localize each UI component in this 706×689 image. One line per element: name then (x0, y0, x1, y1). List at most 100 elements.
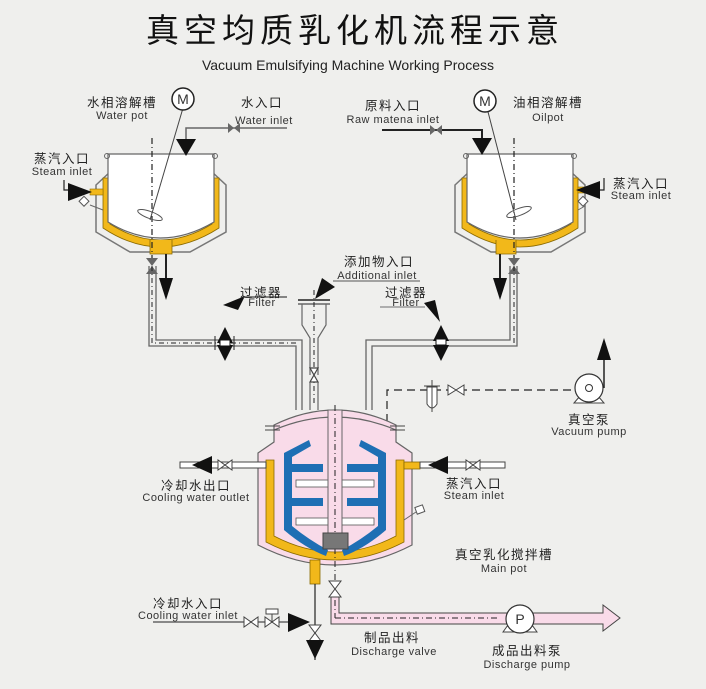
svg-text:Water pot: Water pot (96, 110, 148, 122)
arrow-pointer-icon (223, 296, 245, 310)
title-zh: 真空均质乳化机流程示意 (146, 11, 564, 50)
filter-right (380, 300, 449, 361)
svg-text:过滤器: 过滤器 (240, 285, 282, 300)
pump-icon (505, 604, 535, 634)
svg-text:蒸汽入口: 蒸汽入口 (34, 151, 90, 166)
arrow-down-icon (472, 138, 492, 155)
cooling-inlet-line (153, 584, 324, 660)
arrow-pointer-icon (424, 300, 440, 322)
svg-text:M: M (177, 91, 189, 107)
svg-text:Additional inlet: Additional inlet (337, 270, 417, 282)
svg-text:Filter: Filter (248, 297, 275, 309)
svg-text:成品出料泵: 成品出料泵 (492, 643, 562, 658)
label-water-inlet: 水入口 Water inlet (235, 95, 292, 127)
svg-text:蒸汽入口: 蒸汽入口 (613, 176, 669, 191)
svg-text:水相溶解槽: 水相溶解槽 (87, 95, 157, 110)
arrow-down-icon (493, 278, 507, 300)
valve-icon (228, 123, 234, 133)
valve-icon (308, 367, 320, 383)
vacuum-line (386, 380, 580, 422)
label-steam-inlet-left: 蒸汽入口 Steam inlet (32, 151, 93, 178)
svg-text:油相溶解槽: 油相溶解槽 (513, 95, 583, 110)
svg-text:添加物入口: 添加物入口 (344, 254, 414, 269)
oil-pot-motor: M (473, 89, 497, 113)
arrow-down-icon (159, 278, 173, 300)
valve-icon (430, 125, 436, 135)
label-discharge-pump: 成品出料泵 Discharge pump (483, 643, 570, 671)
water-pot (78, 107, 227, 260)
arrow-left-icon (192, 456, 212, 474)
additional-inlet-funnel (298, 290, 330, 410)
svg-text:Filter: Filter (392, 297, 419, 309)
label-discharge-valve: 制品出料 Discharge valve (351, 630, 437, 658)
arrow-down-icon (176, 139, 196, 156)
discharge-pipe (330, 596, 621, 633)
valve-icon (465, 459, 474, 471)
steam-inlet-main-line (419, 456, 506, 474)
svg-text:Discharge pump: Discharge pump (483, 659, 570, 671)
svg-text:Main pot: Main pot (481, 563, 527, 575)
discharge-pump: P (502, 604, 538, 634)
arrow-left-icon (428, 456, 448, 474)
svg-text:原料入口: 原料入口 (365, 98, 421, 113)
vacuum-pump (572, 338, 611, 404)
valve-icon (308, 632, 322, 642)
agitator-right (342, 440, 386, 556)
svg-text:Cooling water inlet: Cooling water inlet (138, 610, 238, 622)
additional-inlet-arrow (315, 278, 420, 299)
filter-icon (433, 325, 449, 341)
discharge-line (328, 580, 621, 633)
svg-text:Vacuum pump: Vacuum pump (551, 426, 627, 438)
raw-inlet-line (382, 125, 492, 155)
svg-text:真空泵: 真空泵 (568, 412, 610, 427)
svg-text:过滤器: 过滤器 (385, 285, 427, 300)
svg-text:冷却水出口: 冷却水出口 (161, 478, 231, 493)
label-vacuum-pump: 真空泵 Vacuum pump (551, 412, 627, 438)
label-filter-right: 过滤器 Filter (385, 285, 427, 309)
svg-text:Steam inlet: Steam inlet (32, 166, 93, 178)
agitator-left (284, 440, 328, 556)
arrow-right-icon (68, 183, 92, 201)
valve-icon (243, 616, 252, 628)
svg-text:制品出料: 制品出料 (364, 630, 420, 645)
filter-left (214, 296, 287, 361)
motor-icon (171, 87, 195, 111)
label-oil-pot: 油相溶解槽 Oilpot (513, 95, 583, 124)
filter-icon (217, 327, 233, 343)
cooling-outlet-line (179, 456, 267, 474)
label-raw-inlet: 原料入口 Raw matena inlet (347, 98, 440, 126)
svg-text:Steam inlet: Steam inlet (611, 190, 672, 202)
steam-inlet-right-arrow (576, 178, 605, 199)
water-inlet-line (176, 123, 287, 156)
label-cooling-inlet: 冷却水入口 Cooling water inlet (138, 596, 238, 622)
arrow-up-icon (597, 338, 611, 360)
arrow-left-icon (576, 181, 600, 199)
main-pot (257, 405, 426, 600)
svg-text:冷却水入口: 冷却水入口 (153, 596, 223, 611)
svg-text:蒸汽入口: 蒸汽入口 (446, 476, 502, 491)
oil-pot-outlets (493, 254, 520, 300)
water-pot-motor: M (171, 87, 195, 111)
valve-icon (217, 459, 226, 471)
svg-text:Oilpot: Oilpot (532, 112, 564, 124)
homogenizer (322, 532, 349, 550)
svg-text:Discharge valve: Discharge valve (351, 646, 437, 658)
label-steam-inlet-main: 蒸汽入口 Steam inlet (444, 476, 505, 502)
svg-text:P: P (515, 611, 524, 627)
water-pot-outlets (146, 254, 173, 300)
svg-text:Cooling water outlet: Cooling water outlet (142, 492, 249, 504)
valve-icon (328, 588, 342, 598)
title-en: Vacuum Emulsifying Machine Working Proce… (202, 57, 494, 73)
label-steam-inlet-right: 蒸汽入口 Steam inlet (611, 176, 672, 202)
arrow-pointer-icon (315, 278, 335, 299)
motor-icon (473, 89, 497, 113)
main-pot-jacket (265, 459, 405, 561)
label-additional-inlet: 添加物入口 Additional inlet (337, 254, 417, 282)
svg-text:Steam inlet: Steam inlet (444, 490, 505, 502)
svg-text:M: M (479, 93, 491, 109)
valve-icon (447, 384, 457, 396)
water-pot-jacket (102, 177, 220, 248)
label-main-pot: 真空乳化搅拌槽 Main pot (455, 547, 552, 575)
label-water-pot: 水相溶解槽 Water pot (87, 95, 157, 122)
